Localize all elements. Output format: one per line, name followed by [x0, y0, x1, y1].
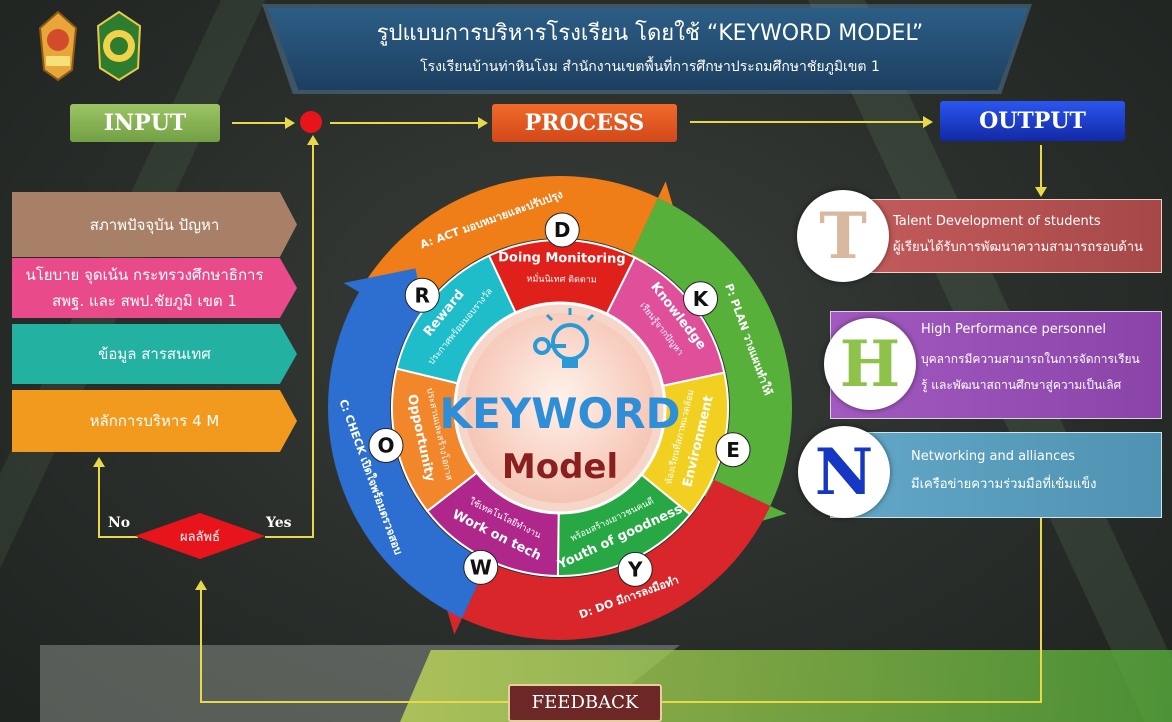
arrow-up-to-inputs — [98, 467, 100, 537]
output-letter-n: N — [798, 426, 890, 518]
arrowhead — [307, 135, 319, 145]
join-dot — [300, 111, 322, 133]
lightbulb-key-icon — [533, 308, 595, 368]
input-box-current-state: สภาพปัจจุบัน ปัญหา — [12, 192, 297, 257]
segment-letter: O — [377, 433, 394, 457]
ring-check — [328, 292, 489, 619]
title-banner — [268, 8, 1028, 90]
ring-check-arrowhead — [343, 268, 429, 332]
output-title: High Performance personnel — [921, 322, 1106, 337]
page-title: รูปแบบการบริหารโรงเรียน โดยใช้ “KEYWORD … — [376, 21, 924, 46]
feedback-label: FEEDBACK — [508, 684, 662, 722]
decision-label: ผลลัพธ์ — [179, 530, 221, 545]
output-card-networking: Networking and alliances มีเครือข่ายความ… — [830, 432, 1162, 518]
center-title: KEYWORD — [440, 389, 681, 438]
feedback-line-left-up — [200, 590, 202, 703]
arrow-yes-up — [312, 145, 314, 538]
output-letter-h: H — [824, 318, 916, 410]
output-title: Talent Development of students — [893, 214, 1101, 229]
segment-letter-badge — [463, 549, 499, 585]
logo-right — [90, 10, 148, 82]
input-box-information: ข้อมูล สารสนเทศ — [12, 324, 297, 384]
arrow-process-to-output — [690, 121, 925, 123]
segment-letter-badge — [617, 551, 653, 587]
output-desc: บุคลากรมีความสามารถในการจัดการเรียนรู้ แ… — [921, 352, 1140, 392]
arrow-join-to-process — [330, 122, 480, 124]
segment-letter-badge — [683, 281, 719, 317]
segment-letter: R — [415, 283, 430, 307]
output-header: OUTPUT — [940, 101, 1125, 141]
segment-letter: W — [470, 555, 492, 579]
decision-yes: Yes — [266, 515, 292, 531]
input-box-policy: นโยบาย จุดเน้น กระทรวงศึกษาธิการ สพฐ. แล… — [12, 258, 297, 318]
segment-letter-badge — [368, 427, 404, 463]
output-desc: ผู้เรียนได้รับการพัฒนาความสามารถรอบด้าน — [893, 240, 1143, 255]
segment-desc: หมั่นนิเทศ ติดตาม — [526, 272, 596, 286]
output-letter-t: T — [797, 190, 889, 282]
logo-left — [32, 10, 84, 82]
wheel-segments — [391, 239, 729, 577]
arrowhead — [478, 117, 488, 129]
arrow-yes-branch — [265, 536, 313, 538]
segment-title: Doing Monitoring — [498, 250, 626, 267]
arrowhead — [93, 457, 105, 467]
output-title: Networking and alliances — [911, 449, 1076, 464]
input-box-4m: หลักการบริหาร 4 M — [12, 390, 297, 452]
arrow-input-to-join — [232, 122, 287, 124]
arrowhead — [1035, 187, 1047, 197]
page-subtitle: โรงเรียนบ้านท่าหินโงม สำนักงานเขตพื้นที่… — [420, 59, 880, 75]
segment-letter: D — [554, 218, 571, 242]
arrowhead — [285, 117, 295, 129]
segment-letter: Y — [627, 557, 643, 581]
output-desc: มีเครือข่ายความร่วมมือที่เข้มแข็ง — [911, 477, 1097, 492]
segment-letter: E — [726, 438, 740, 462]
keyword-wheel: KEYWORD Model A: ACT มอบหมายและปรับปรุงP… — [328, 176, 792, 640]
arrow-output-down — [1040, 145, 1042, 187]
decision-no: No — [108, 515, 131, 531]
feedback-line-right-down — [1040, 515, 1042, 702]
arrowhead — [923, 116, 933, 128]
segment-letter-badge — [544, 212, 580, 248]
arrowhead — [195, 580, 207, 590]
center-subtitle: Model — [502, 447, 618, 487]
segment-letter-badge — [404, 277, 440, 313]
ring-plan — [631, 197, 792, 507]
segment-letter: K — [693, 287, 710, 311]
arrow-no-branch — [98, 536, 138, 538]
ring-do — [461, 479, 771, 640]
input-header: INPUT — [70, 104, 220, 142]
segment-letter-badge — [715, 432, 751, 468]
process-header: PROCESS — [492, 104, 677, 142]
